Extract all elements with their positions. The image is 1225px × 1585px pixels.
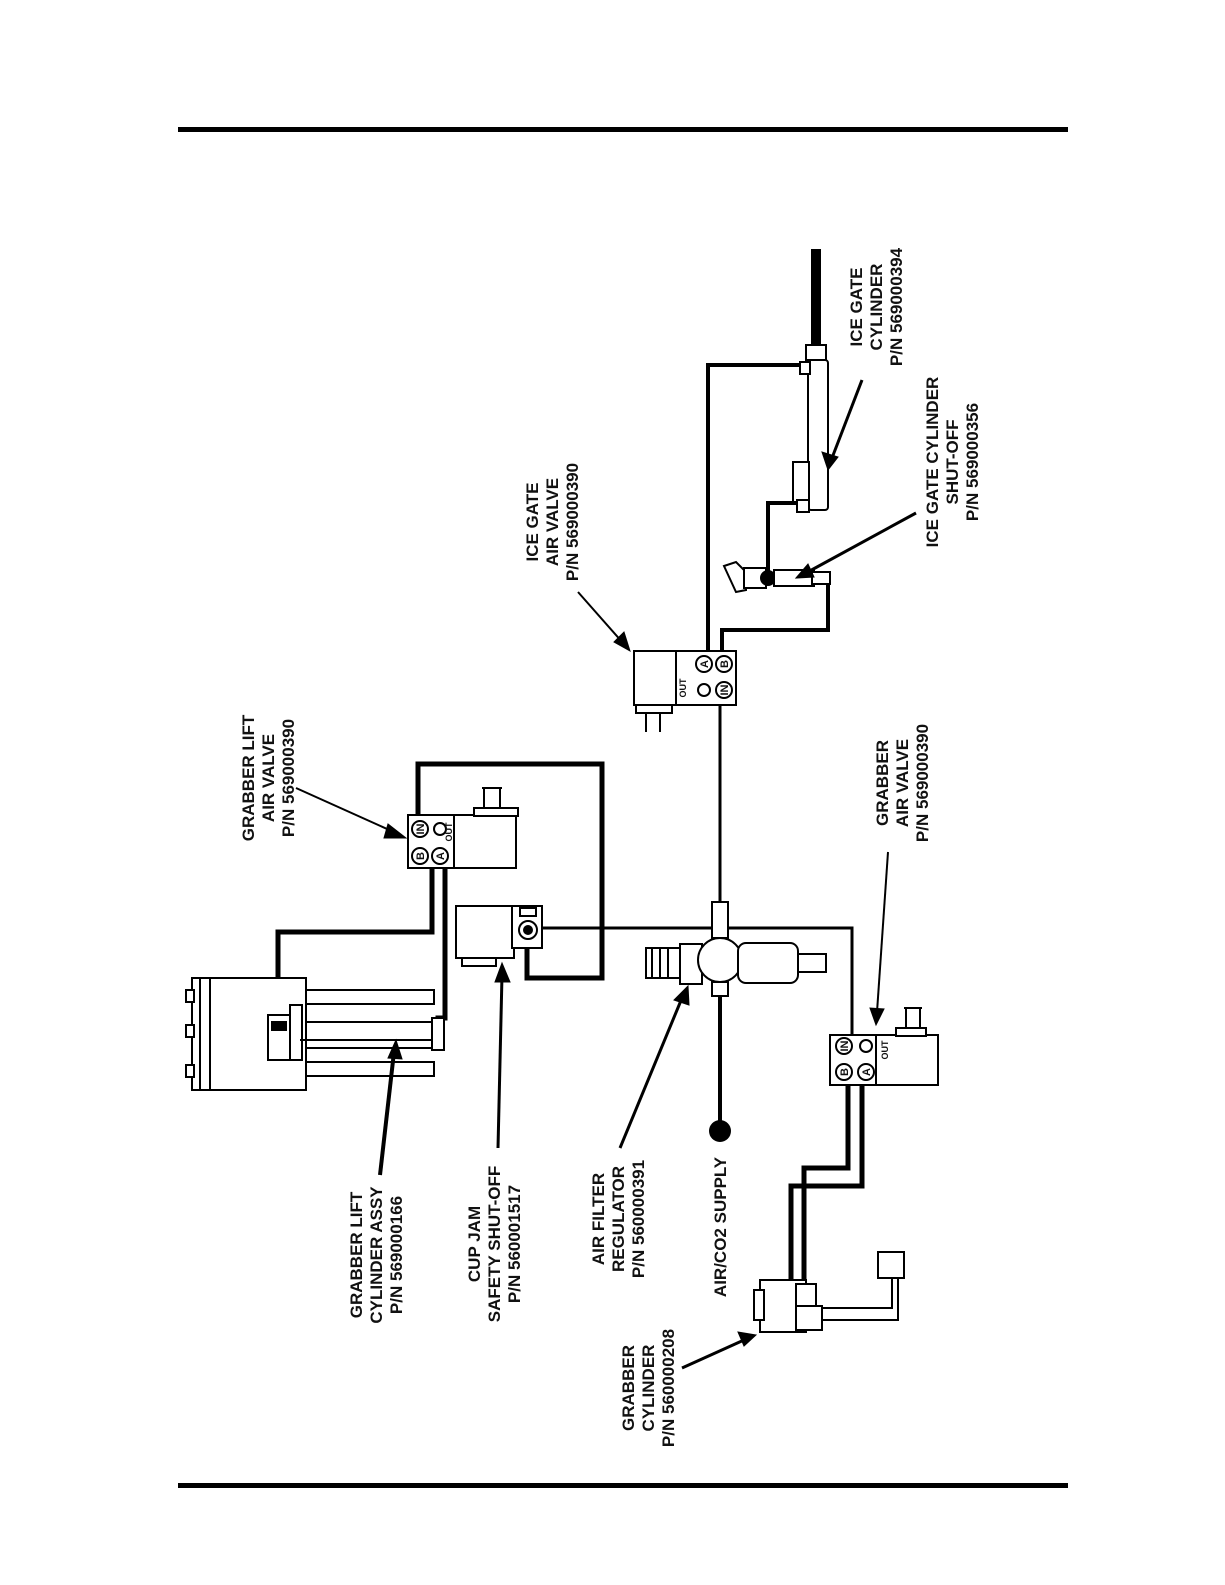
port-out-label: OUT <box>880 1040 890 1060</box>
label-line: AIR FILTER <box>589 1173 608 1265</box>
label-line: REGULATOR <box>609 1166 628 1272</box>
label-grabber-cylinder: GRABBER CYLINDER P/N 560000208 <box>619 1329 678 1447</box>
label-line: P/N 560001517 <box>505 1185 524 1303</box>
label-ice-gate-cylinder: ICE GATE CYLINDER P/N 569000394 <box>847 247 906 366</box>
port-a-label: A <box>435 852 447 860</box>
port-a-label: A <box>861 1068 873 1076</box>
label-line: SHUT-OFF <box>943 420 962 505</box>
label-grabber-lift-cylinder: GRABBER LIFT CYLINDER ASSY P/N 569000166 <box>347 1186 406 1324</box>
grabber-valve-ports: IN B A OUT <box>839 1040 890 1076</box>
label-line: CYLINDER <box>867 264 886 351</box>
grabber-lift-cylinder-assy <box>185 977 445 1091</box>
top-rule <box>178 127 1068 132</box>
label-line: SAFETY SHUT-OFF <box>485 1166 504 1322</box>
port-in-label: IN <box>839 1040 851 1051</box>
label-line: P/N 569000356 <box>963 403 982 521</box>
label-line: P/N 569000390 <box>563 463 582 581</box>
grabber-lift-air-valve <box>407 787 519 869</box>
grabber-lift-valve-ports: IN B A OUT <box>415 822 454 860</box>
label-line: P/N 569000166 <box>387 1196 406 1314</box>
label-line: GRABBER <box>619 1345 638 1431</box>
label-cup-jam: CUP JAM SAFETY SHUT-OFF P/N 560001517 <box>465 1166 524 1322</box>
label-line: CUP JAM <box>465 1206 484 1282</box>
port-out-label: OUT <box>678 678 688 698</box>
label-air-filter-regulator: AIR FILTER REGULATOR P/N 560000391 <box>589 1160 648 1278</box>
air-filter-regulator <box>645 901 827 997</box>
grabber-air-valve <box>829 1007 939 1086</box>
label-line: AIR VALVE <box>259 734 278 822</box>
port-in-label: IN <box>719 684 731 695</box>
label-line: P/N 560000391 <box>629 1160 648 1278</box>
ice-gate-valve-ports: A B IN OUT <box>678 660 731 698</box>
label-line: P/N 569000390 <box>279 719 298 837</box>
label-line: P/N 569000394 <box>887 247 906 366</box>
air-supply-terminal <box>709 1120 731 1142</box>
ice-gate-cylinder <box>792 249 829 513</box>
pointer-arrows <box>295 379 917 1370</box>
label-line: AIR VALVE <box>543 478 562 566</box>
ice-gate-air-valve <box>633 650 737 732</box>
label-line: ICE GATE <box>523 482 542 561</box>
label-line: ICE GATE <box>847 267 866 346</box>
port-out-label: OUT <box>444 822 454 842</box>
label-air-supply: AIR/CO2 SUPPLY <box>711 1156 730 1297</box>
label-line: GRABBER <box>873 740 892 826</box>
cup-jam-safety-shutoff <box>455 905 543 967</box>
label-line: CYLINDER <box>639 1345 658 1432</box>
label-line: P/N 560000208 <box>659 1329 678 1447</box>
label-line: CYLINDER ASSY <box>367 1186 386 1324</box>
label-ice-gate-shutoff: ICE GATE CYLINDER SHUT-OFF P/N 569000356 <box>923 377 982 548</box>
port-b-label: B <box>839 1068 851 1076</box>
label-line: GRABBER LIFT <box>239 714 258 841</box>
label-grabber-air-valve: GRABBER AIR VALVE P/N 569000390 <box>873 724 932 842</box>
grabber-cylinder <box>753 1251 905 1333</box>
port-in-label: IN <box>415 823 427 834</box>
port-a-label: A <box>699 660 711 668</box>
label-line: AIR VALVE <box>893 739 912 827</box>
label-line: AIR/CO2 SUPPLY <box>711 1156 730 1297</box>
label-ice-gate-air-valve: ICE GATE AIR VALVE P/N 569000390 <box>523 463 582 581</box>
label-line: GRABBER LIFT <box>347 1191 366 1318</box>
port-b-label: B <box>719 660 731 668</box>
label-grabber-lift-air-valve: GRABBER LIFT AIR VALVE P/N 569000390 <box>239 714 298 841</box>
label-line: P/N 569000390 <box>913 724 932 842</box>
label-line: ICE GATE CYLINDER <box>923 377 942 548</box>
port-b-label: B <box>415 852 427 860</box>
bottom-rule <box>178 1483 1068 1488</box>
